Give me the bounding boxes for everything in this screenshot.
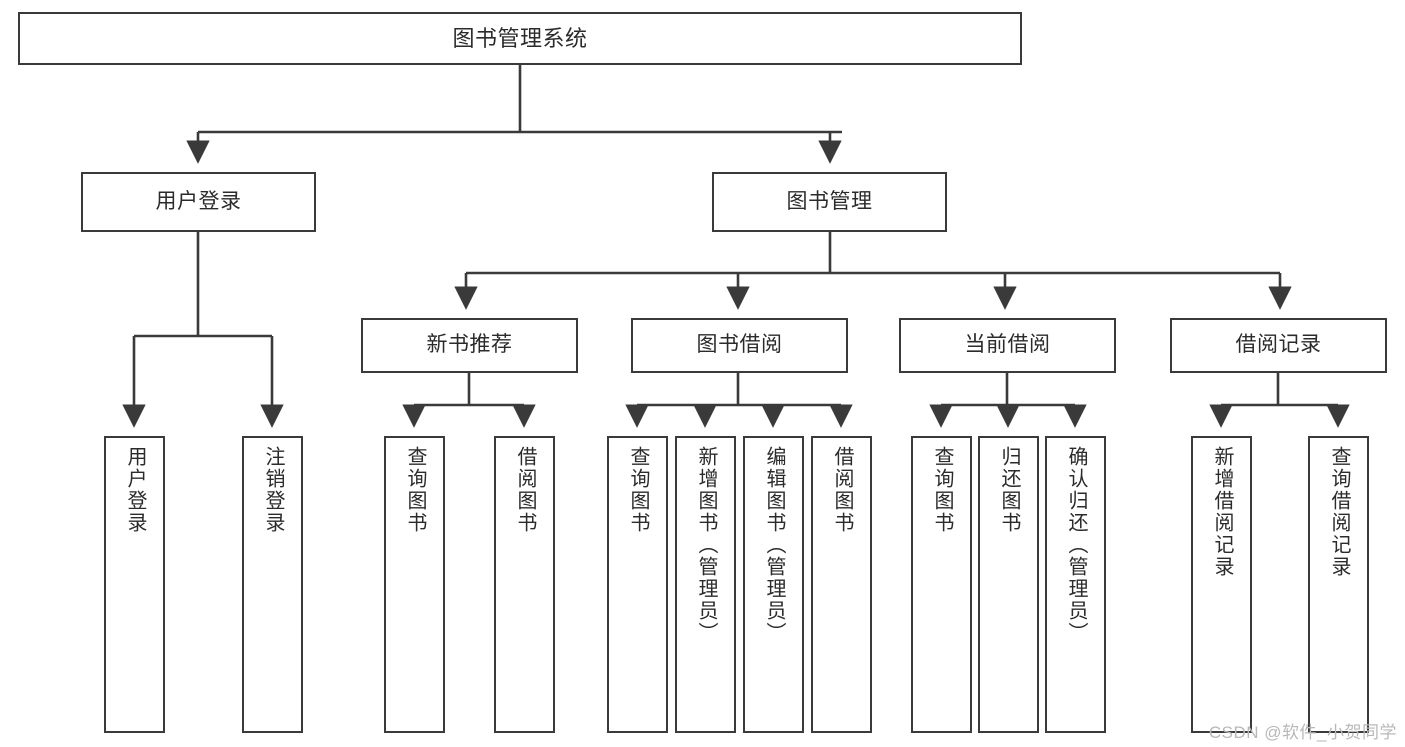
node-current-borrow[interactable]: 当前借阅	[899, 318, 1116, 373]
node-leaf-query-book-2-label: 查询图书	[627, 446, 649, 534]
node-leaf-borrow-book-1-label: 借阅图书	[514, 446, 536, 534]
node-leaf-borrow-book-1[interactable]: 借阅图书	[494, 436, 555, 733]
node-new-book-recommend[interactable]: 新书推荐	[361, 318, 578, 373]
node-borrow-record-label: 借阅记录	[1235, 333, 1322, 357]
node-book-borrow-label: 图书借阅	[696, 333, 783, 357]
node-leaf-query-borrow-record[interactable]: 查询借阅记录	[1308, 436, 1369, 733]
node-leaf-borrow-book-2-label: 借阅图书	[831, 446, 853, 534]
node-root-label: 图书管理系统	[452, 25, 588, 51]
node-user-login-label: 用户登录	[155, 189, 242, 213]
node-leaf-add-book-label: 新增图书（管理员）	[695, 446, 717, 644]
node-borrow-record[interactable]: 借阅记录	[1170, 318, 1387, 373]
node-leaf-return-book-label: 归还图书	[998, 446, 1020, 534]
node-leaf-query-book-1-label: 查询图书	[404, 446, 426, 534]
node-new-book-recommend-label: 新书推荐	[426, 333, 513, 357]
node-leaf-logout-login[interactable]: 注销登录	[242, 436, 303, 733]
node-leaf-query-book-3-label: 查询图书	[931, 446, 953, 534]
node-leaf-borrow-book-2[interactable]: 借阅图书	[811, 436, 872, 733]
node-leaf-query-book-1[interactable]: 查询图书	[384, 436, 445, 733]
node-leaf-confirm-return-label: 确认归还（管理员）	[1065, 446, 1087, 644]
node-leaf-logout-login-label: 注销登录	[262, 446, 284, 534]
node-current-borrow-label: 当前借阅	[964, 333, 1051, 357]
watermark: CSDN @软件_小贺同学	[1208, 723, 1397, 742]
node-book-manage-label: 图书管理	[786, 189, 873, 213]
node-book-manage[interactable]: 图书管理	[712, 172, 947, 232]
node-book-borrow[interactable]: 图书借阅	[631, 318, 848, 373]
node-leaf-confirm-return[interactable]: 确认归还（管理员）	[1045, 436, 1106, 733]
node-leaf-user-login[interactable]: 用户登录	[104, 436, 165, 733]
node-leaf-add-book[interactable]: 新增图书（管理员）	[675, 436, 736, 733]
node-leaf-edit-book-label: 编辑图书（管理员）	[763, 446, 785, 644]
node-leaf-query-book-3[interactable]: 查询图书	[911, 436, 972, 733]
node-leaf-user-login-label: 用户登录	[124, 446, 146, 534]
node-leaf-add-borrow-record-label: 新增借阅记录	[1211, 446, 1233, 578]
node-user-login[interactable]: 用户登录	[81, 172, 316, 232]
node-leaf-query-book-2[interactable]: 查询图书	[607, 436, 668, 733]
node-leaf-query-borrow-record-label: 查询借阅记录	[1328, 446, 1350, 578]
node-leaf-return-book[interactable]: 归还图书	[978, 436, 1039, 733]
node-root[interactable]: 图书管理系统	[18, 12, 1022, 65]
node-leaf-edit-book[interactable]: 编辑图书（管理员）	[743, 436, 804, 733]
node-leaf-add-borrow-record[interactable]: 新增借阅记录	[1191, 436, 1252, 733]
